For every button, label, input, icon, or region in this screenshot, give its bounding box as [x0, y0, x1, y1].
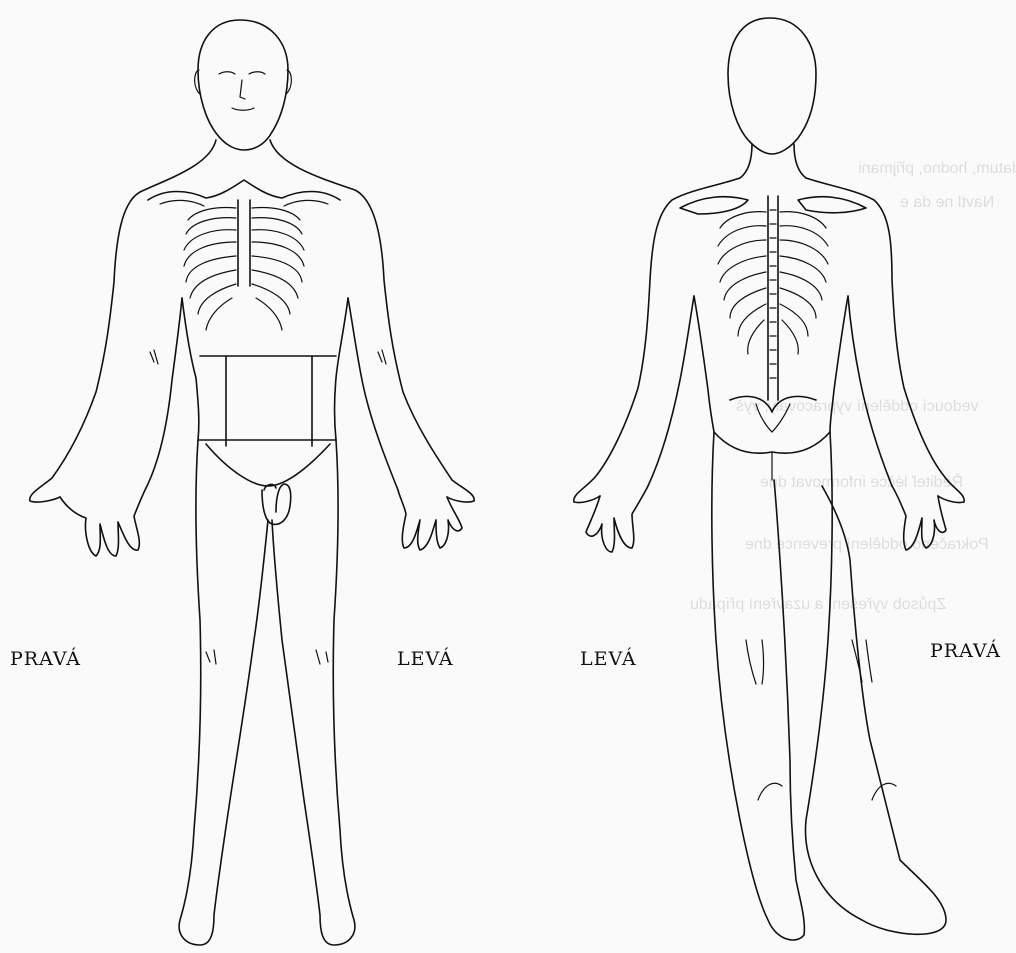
- body-back: [574, 18, 964, 940]
- label-back-left: LEVÁ: [580, 648, 637, 670]
- body-front: [30, 20, 474, 945]
- label-back-right: PRAVÁ: [930, 640, 1001, 662]
- label-front-left: LEVÁ: [397, 648, 454, 670]
- label-front-right: PRAVÁ: [10, 648, 81, 670]
